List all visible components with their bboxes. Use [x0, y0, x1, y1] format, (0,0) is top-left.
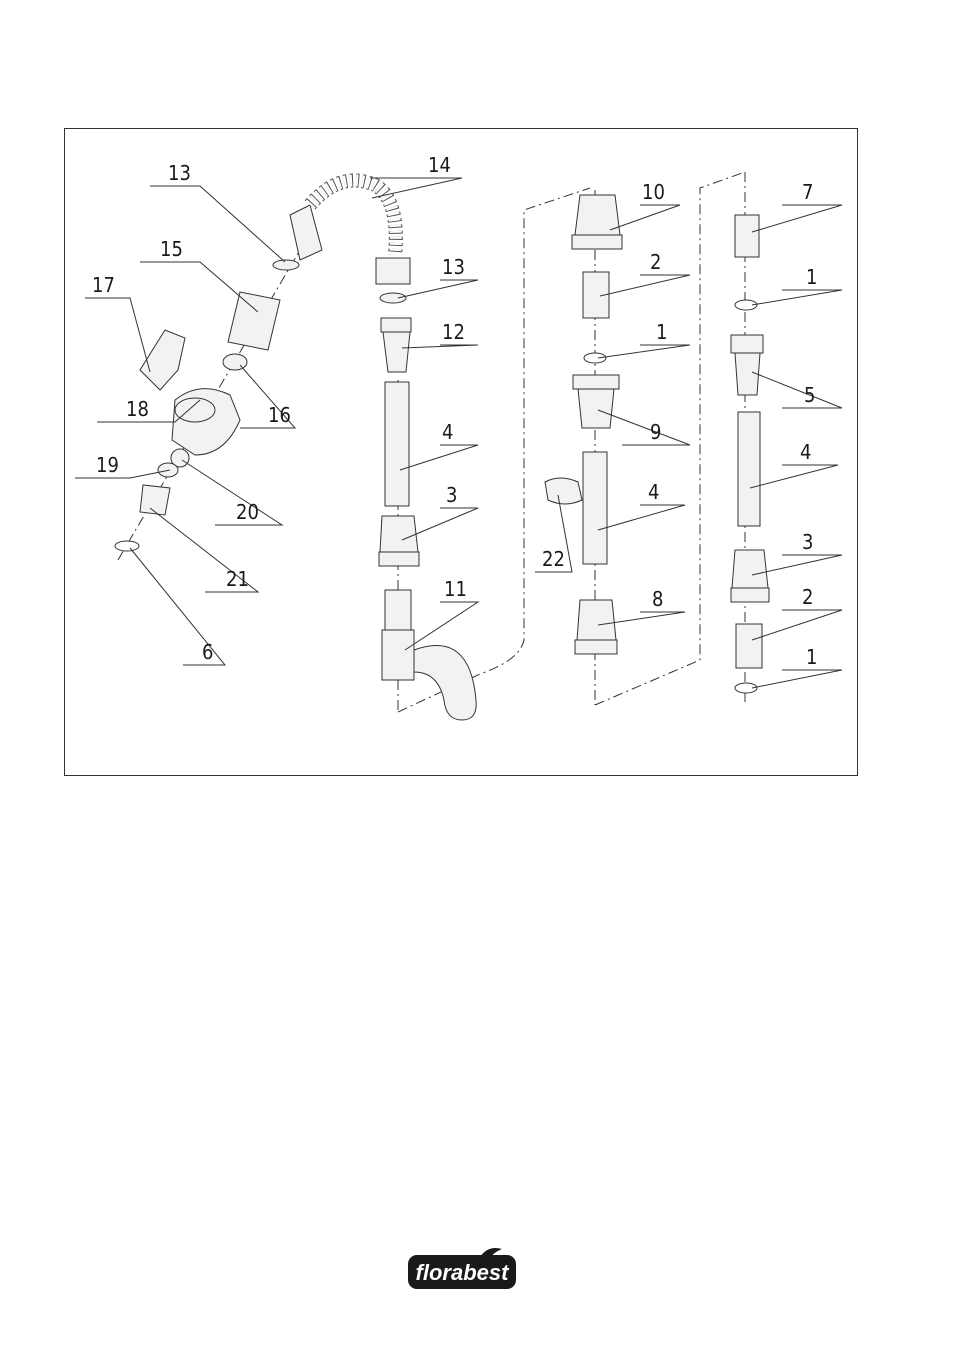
- part-label: 4: [800, 440, 811, 464]
- part-label: 21: [226, 567, 249, 591]
- part-label: 4: [442, 420, 453, 444]
- part-label: 2: [802, 585, 813, 609]
- part-label: 16: [268, 403, 291, 427]
- exploded-parts-diagram: 13 14 15 17 18 19 16 20 21 6 13 12 4 3 1…: [75, 153, 843, 721]
- part-label: 2: [650, 250, 661, 274]
- logo-text: florabest: [416, 1260, 511, 1285]
- part-label: 20: [236, 500, 259, 524]
- part-label: 1: [806, 265, 817, 289]
- leaf-icon: [480, 1248, 502, 1261]
- part-label: 13: [442, 255, 465, 279]
- part-label: 11: [444, 577, 467, 601]
- part-label: 17: [92, 273, 115, 297]
- part-label: 19: [96, 453, 119, 477]
- part-label: 4: [648, 480, 659, 504]
- part-label: 7: [802, 180, 813, 204]
- part-label: 9: [650, 420, 661, 444]
- part-label: 18: [126, 397, 149, 421]
- part-label: 6: [202, 640, 213, 664]
- logo-badge: [408, 1255, 516, 1289]
- part-label: 13: [168, 161, 191, 185]
- part-label: 12: [442, 320, 465, 344]
- part-label: 1: [806, 645, 817, 669]
- florabest-logo: florabest: [408, 1248, 516, 1289]
- part-label: 5: [804, 383, 815, 407]
- part-label: 3: [446, 483, 457, 507]
- part-label: 14: [428, 153, 451, 177]
- part-label: 3: [802, 530, 813, 554]
- part-label: 1: [656, 320, 667, 344]
- part-label: 15: [160, 237, 183, 261]
- exploded-view-frame: [64, 128, 858, 776]
- part-label: 8: [652, 587, 663, 611]
- part-label: 10: [642, 180, 665, 204]
- part-label: 22: [542, 547, 565, 571]
